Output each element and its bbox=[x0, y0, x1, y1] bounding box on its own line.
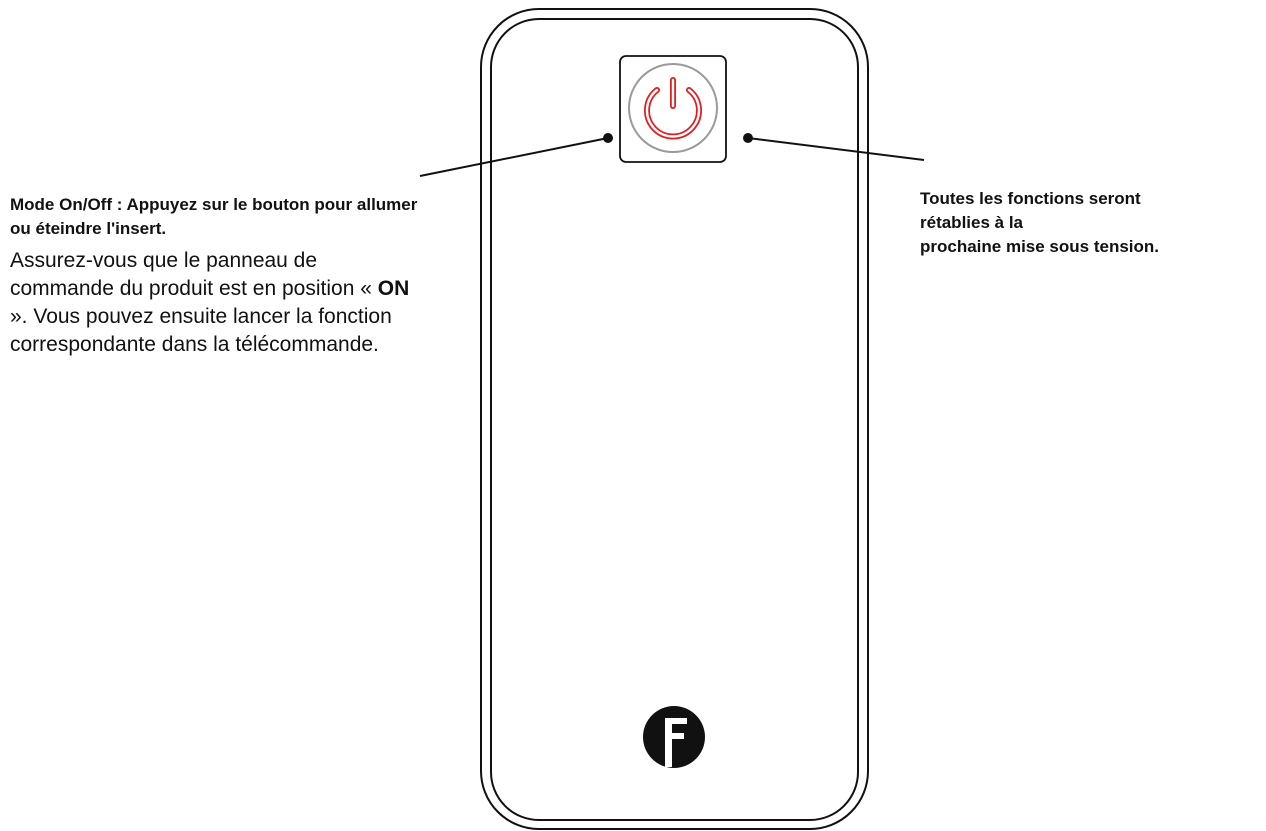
left-callout-body-start: Assurez-vous que le panneau de commande … bbox=[10, 249, 378, 300]
remote-inner-outline bbox=[490, 18, 859, 821]
on-label: ON bbox=[377, 277, 410, 300]
right-callout-line-1: Toutes les fonctions seront bbox=[920, 189, 1141, 208]
right-callout-line-3: prochaine mise sous tension. bbox=[920, 237, 1160, 256]
power-button[interactable] bbox=[619, 55, 727, 163]
power-icon bbox=[644, 77, 702, 140]
left-callout-body-end: ». Vous pouvez ensuite lancer la fonctio… bbox=[10, 305, 392, 356]
left-leader-line bbox=[419, 137, 609, 177]
left-callout-title: Mode On/Off : Appuyez sur le bouton pour… bbox=[10, 195, 418, 238]
right-callout: Toutes les fonctions seront rétablies à … bbox=[920, 187, 1266, 259]
left-callout-body: Assurez-vous que le panneau de commande … bbox=[10, 247, 420, 359]
left-leader-dot bbox=[603, 133, 613, 143]
f-logo-icon bbox=[643, 706, 705, 768]
right-leader-dot bbox=[743, 133, 753, 143]
right-callout-line-2: rétablies à la bbox=[920, 213, 1024, 232]
right-leader-line bbox=[747, 137, 925, 161]
left-callout: Mode On/Off : Appuyez sur le bouton pour… bbox=[10, 193, 420, 359]
remote-outer-outline bbox=[480, 8, 869, 830]
